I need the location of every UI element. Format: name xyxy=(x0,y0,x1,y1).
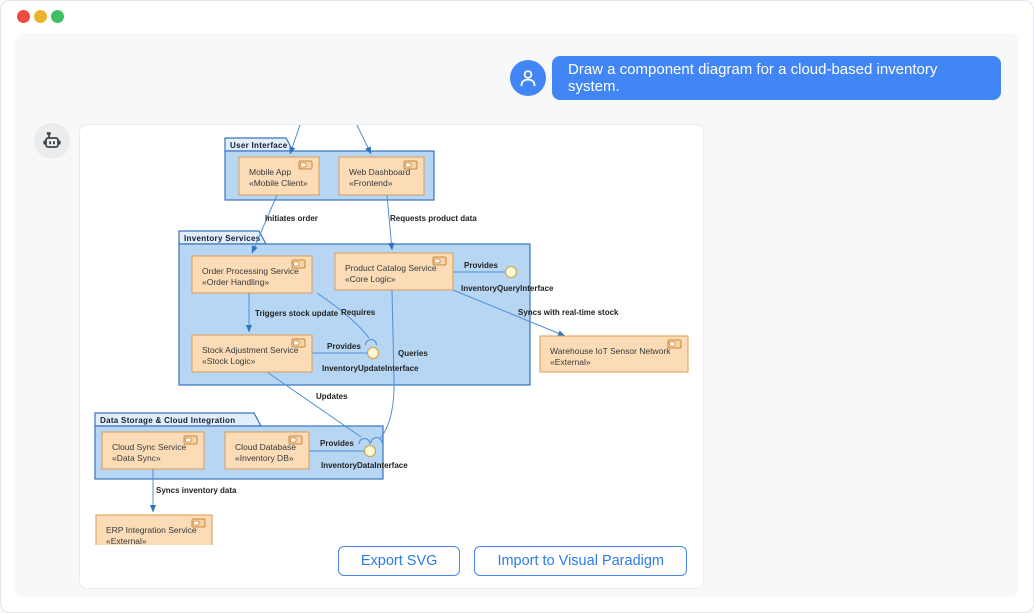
component-mobile-app: Mobile App «Mobile Client» xyxy=(238,156,320,196)
diagram-card: User Interface Inventory Services Data S… xyxy=(79,124,704,589)
component-icon xyxy=(432,256,447,266)
component-name: Order Processing Service xyxy=(202,266,299,276)
edge-requires: Requires xyxy=(316,292,378,346)
component-stereotype: «External» xyxy=(550,357,591,367)
edge-initiates-order: Initiates order xyxy=(251,194,318,254)
component-icon xyxy=(667,339,682,349)
user-avatar xyxy=(510,60,546,96)
user-message-text: Draw a component diagram for a cloud-bas… xyxy=(568,61,938,95)
component-warehouse-iot-sensor-network: Warehouse IoT Sensor Network «External» xyxy=(539,335,689,373)
minimize-button[interactable] xyxy=(34,10,47,23)
component-product-catalog-service: Product Catalog Service «Core Logic» xyxy=(334,252,454,291)
component-icon xyxy=(288,435,303,445)
import-visual-paradigm-button[interactable]: Import to Visual Paradigm xyxy=(474,546,687,576)
component-icon xyxy=(291,259,306,269)
component-icon xyxy=(291,338,306,348)
component-name: Product Catalog Service xyxy=(345,263,437,273)
edge-label: Updates xyxy=(316,392,348,401)
component-name: Warehouse IoT Sensor Network xyxy=(550,346,671,356)
edge-label: Queries xyxy=(398,349,428,358)
edge-label: Syncs inventory data xyxy=(156,486,237,495)
robot-icon xyxy=(43,132,61,148)
component-stereotype: «Mobile Client» xyxy=(249,178,308,188)
component-stock-adjustment-service: Stock Adjustment Service «Stock Logic» xyxy=(191,334,313,373)
interface-name: InventoryDataInterface xyxy=(321,461,408,470)
interface-name: InventoryUpdateInterface xyxy=(322,364,419,373)
component-web-dashboard: Web Dashboard «Frontend» xyxy=(338,156,425,196)
component-name: Cloud Sync Service xyxy=(112,442,186,452)
user-message-bubble: Draw a component diagram for a cloud-bas… xyxy=(552,56,1001,100)
component-name: ERP Integration Service xyxy=(106,525,197,535)
provides-label: Provides xyxy=(464,261,498,270)
edge-incoming-right xyxy=(356,125,372,155)
package-label: Data Storage & Cloud Integration xyxy=(100,416,235,425)
interface-inventory-data: Provides InventoryDataInterface xyxy=(309,439,408,470)
interface-name: InventoryQueryInterface xyxy=(461,284,554,293)
component-stereotype: «Inventory DB» xyxy=(235,453,294,463)
component-stereotype: «External» xyxy=(106,536,147,545)
component-stereotype: «Stock Logic» xyxy=(202,356,256,366)
component-name: Mobile App xyxy=(249,167,291,177)
edge-queries: Queries xyxy=(370,289,428,444)
bot-avatar xyxy=(34,123,70,159)
component-diagram: User Interface Inventory Services Data S… xyxy=(94,125,689,545)
edge-label: Triggers stock update xyxy=(255,309,339,318)
component-stereotype: «Data Sync» xyxy=(112,453,161,463)
edge-label: Requests product data xyxy=(390,214,477,223)
component-stereotype: «Frontend» xyxy=(349,178,393,188)
component-icon xyxy=(403,160,418,170)
edge-syncs-realtime-stock: Syncs with real-time stock xyxy=(452,289,619,337)
edge-syncs-inventory-data: Syncs inventory data xyxy=(149,469,237,513)
close-button[interactable] xyxy=(17,10,30,23)
component-erp-integration-service: ERP Integration Service «External» xyxy=(95,514,213,545)
edge-label: Syncs with real-time stock xyxy=(518,308,619,317)
maximize-button[interactable] xyxy=(51,10,64,23)
package-label: User Interface xyxy=(230,141,288,150)
edge-updates: Updates xyxy=(266,371,371,445)
person-icon xyxy=(520,70,536,87)
component-name: Stock Adjustment Service xyxy=(202,345,299,355)
component-order-processing-service: Order Processing Service «Order Handling… xyxy=(191,255,313,294)
component-name: Cloud Database xyxy=(235,442,296,452)
component-icon xyxy=(191,518,206,528)
diagram-actions: Export SVG Import to Visual Paradigm xyxy=(337,546,687,576)
component-stereotype: «Order Handling» xyxy=(202,277,269,287)
edge-incoming-left xyxy=(289,125,301,155)
package-label: Inventory Services xyxy=(184,234,261,243)
component-cloud-database: Cloud Database «Inventory DB» xyxy=(224,431,310,470)
component-icon xyxy=(183,435,198,445)
export-svg-button[interactable]: Export SVG xyxy=(337,546,461,576)
interface-inventory-update: Provides InventoryUpdateInterface xyxy=(312,342,419,373)
component-cloud-sync-service: Cloud Sync Service «Data Sync» xyxy=(101,431,205,470)
window-titlebar xyxy=(1,1,1033,33)
interface-inventory-query: Provides InventoryQueryInterface xyxy=(453,261,554,293)
edge-triggers-stock-update: Triggers stock update xyxy=(245,293,339,333)
edge-label: Requires xyxy=(341,308,376,317)
component-name: Web Dashboard xyxy=(349,167,411,177)
provides-label: Provides xyxy=(327,342,361,351)
edge-requests-product-data: Requests product data xyxy=(386,194,477,251)
edge-label: Initiates order xyxy=(265,214,318,223)
chat-panel: Draw a component diagram for a cloud-bas… xyxy=(15,33,1019,597)
component-stereotype: «Core Logic» xyxy=(345,274,396,284)
component-icon xyxy=(298,160,313,170)
provides-label: Provides xyxy=(320,439,354,448)
